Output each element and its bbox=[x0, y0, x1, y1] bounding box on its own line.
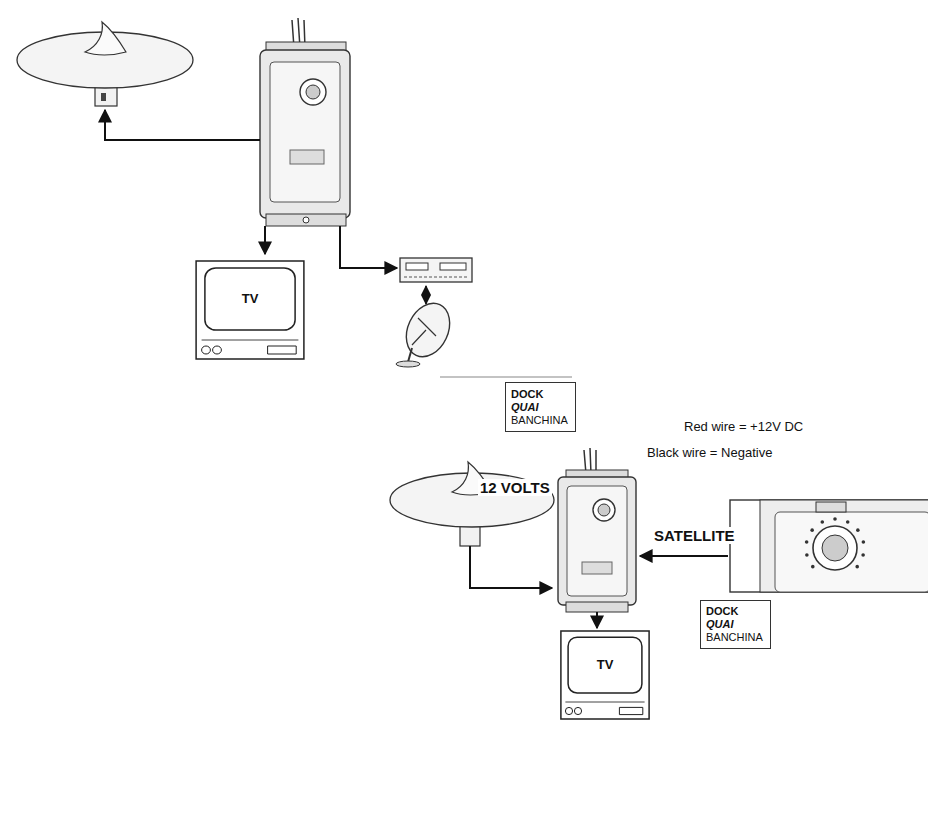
flange bbox=[566, 602, 628, 612]
dial-knob bbox=[598, 504, 610, 516]
tv-text-area: TV bbox=[195, 270, 305, 326]
display bbox=[440, 263, 466, 270]
amplifier-panel bbox=[775, 512, 928, 592]
display bbox=[406, 263, 428, 270]
tv-trim bbox=[565, 702, 644, 703]
stand bbox=[408, 348, 412, 362]
tv-knob bbox=[213, 346, 222, 354]
dial-ticks bbox=[805, 517, 865, 568]
tv-set: TV bbox=[560, 630, 650, 720]
dial-tick bbox=[861, 553, 865, 557]
dial-detail-inset bbox=[730, 500, 928, 592]
dial-tick bbox=[862, 540, 866, 544]
dial-tick bbox=[856, 528, 860, 532]
dial-tick bbox=[833, 517, 837, 521]
wire-note: Black wire = Negative bbox=[645, 445, 774, 460]
logo-plate bbox=[582, 562, 612, 574]
flange bbox=[816, 502, 846, 512]
gain-dial bbox=[593, 499, 615, 521]
satellite-dish bbox=[396, 296, 458, 367]
dial-tick bbox=[805, 553, 809, 557]
dock-box: DOCKQUAIBANCHINA bbox=[700, 600, 771, 649]
receiver-box bbox=[400, 258, 472, 282]
voltage-label: 12 VOLTS bbox=[478, 479, 552, 496]
tv-outline bbox=[560, 630, 650, 720]
logo-plate bbox=[290, 150, 324, 164]
tv-set: TV bbox=[195, 260, 305, 360]
amplifier-panel bbox=[567, 486, 627, 596]
dial-knob bbox=[306, 85, 320, 99]
tv-screen bbox=[568, 637, 642, 693]
dock-line bbox=[440, 376, 572, 377]
cable-arrow bbox=[596, 612, 598, 628]
location-label: DOCK bbox=[511, 388, 570, 401]
tv-screen bbox=[205, 268, 295, 330]
amplifier-housing bbox=[558, 477, 636, 605]
screw bbox=[303, 217, 309, 223]
tv-knob bbox=[565, 707, 572, 714]
dial-tick bbox=[805, 540, 809, 544]
dish bbox=[398, 296, 458, 364]
feed-arm bbox=[412, 318, 436, 345]
connector bbox=[101, 93, 106, 101]
input-label: SATELLITE bbox=[652, 527, 737, 544]
antenna bbox=[17, 22, 193, 106]
antenna-fin bbox=[85, 22, 126, 55]
dock-box: DOCKQUAIBANCHINA bbox=[505, 382, 576, 432]
cable-arrow bbox=[425, 286, 427, 304]
tv-cabinet bbox=[196, 261, 304, 359]
base bbox=[396, 361, 420, 367]
gain-dial bbox=[813, 526, 857, 570]
tv-label: TV bbox=[597, 657, 614, 672]
amplifier bbox=[260, 18, 350, 226]
cable-arrow bbox=[264, 226, 266, 254]
tv-cabinet bbox=[561, 631, 649, 719]
wire-note: Red wire = +12V DC bbox=[682, 419, 805, 434]
tv-text-area: TV bbox=[560, 639, 650, 689]
tv-knob bbox=[202, 346, 211, 354]
amplifier-housing bbox=[260, 50, 350, 218]
flange bbox=[266, 214, 346, 226]
satellite-receiver bbox=[400, 258, 472, 282]
location-label: BANCHINA bbox=[511, 414, 570, 427]
dial-tick bbox=[820, 520, 824, 524]
dial-knob bbox=[822, 535, 848, 561]
location-label: QUAI bbox=[706, 618, 765, 631]
location-label: QUAI bbox=[511, 401, 570, 414]
amplifier-housing bbox=[760, 500, 928, 592]
antenna bbox=[390, 462, 554, 546]
dial-tick bbox=[811, 565, 815, 569]
dial-tick bbox=[810, 528, 814, 532]
gain-dial bbox=[300, 79, 326, 105]
cable-arrow bbox=[470, 546, 552, 588]
amplifier-panel bbox=[270, 62, 340, 202]
location-label: DOCK bbox=[706, 605, 765, 618]
cable-arrow bbox=[340, 226, 397, 268]
tv-controls bbox=[619, 707, 642, 714]
tv-trim bbox=[202, 340, 299, 341]
amplifier bbox=[558, 448, 636, 612]
cable-arrow bbox=[105, 110, 260, 140]
cable-arrow bbox=[640, 555, 728, 557]
location-label: BANCHINA bbox=[706, 631, 765, 644]
tv-controls bbox=[268, 346, 297, 354]
tv-knob bbox=[574, 707, 581, 714]
buttons bbox=[404, 277, 468, 278]
tv-outline bbox=[195, 260, 305, 360]
dial-tick bbox=[846, 520, 850, 524]
tv-label: TV bbox=[242, 291, 259, 306]
dial-tick bbox=[855, 565, 859, 569]
